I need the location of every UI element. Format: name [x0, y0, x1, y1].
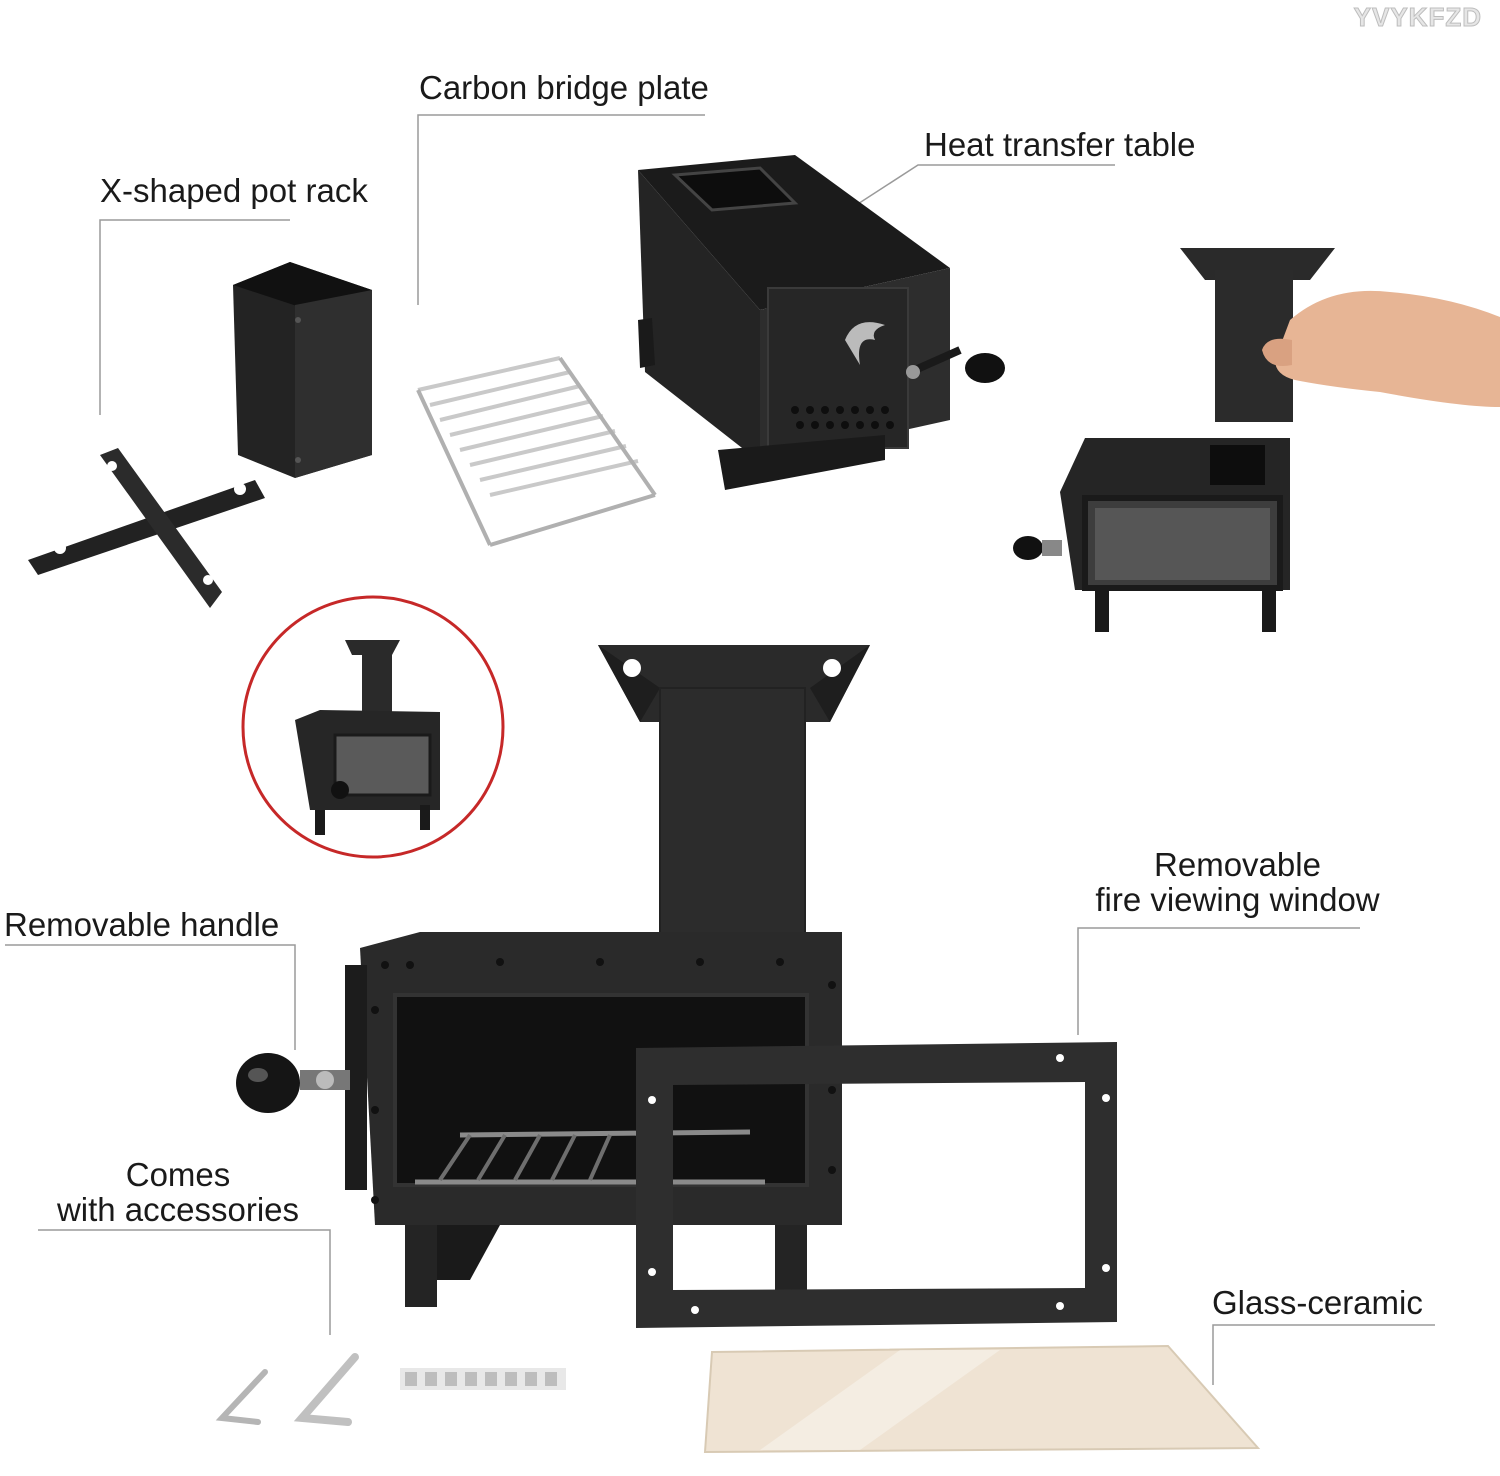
accessories	[215, 1353, 566, 1426]
label-x-shaped-pot-rack: X-shaped pot rack	[100, 172, 368, 209]
x-shaped-pot-rack	[28, 448, 265, 608]
assembled-stove-highlight	[241, 595, 505, 859]
label-glass-ceramic: Glass-ceramic	[1212, 1284, 1423, 1321]
screws	[400, 1368, 566, 1390]
leader-accessories	[38, 1229, 331, 1335]
leader-x-shaped-pot-rack	[99, 219, 290, 415]
label-removable-handle: Removable handle	[4, 906, 280, 943]
leader-glass-ceramic	[1212, 1324, 1435, 1385]
leader-carbon-bridge-plate	[417, 114, 705, 305]
label-accessories-line2: with accessories	[56, 1191, 300, 1228]
label-removable-window-line1: Removable	[1154, 846, 1321, 883]
hex-key-small	[215, 1369, 268, 1425]
label-removable-window-line2: fire viewing window	[1095, 881, 1380, 918]
brand-watermark: YVYKFZD	[1353, 2, 1482, 33]
label-heat-transfer-table: Heat transfer table	[924, 126, 1196, 163]
stove-side-view	[1013, 248, 1500, 632]
carbon-bridge-plate	[416, 356, 657, 547]
glass-ceramic-panel	[703, 1344, 1261, 1454]
hex-key-large	[293, 1353, 359, 1426]
leader-removable-handle	[5, 944, 296, 1050]
chimney-tube	[233, 262, 372, 478]
removable-window-frame	[636, 1042, 1117, 1328]
label-accessories-line1: Comes	[125, 1156, 231, 1193]
label-carbon-bridge-plate: Carbon bridge plate	[419, 69, 709, 106]
leader-removable-window	[1077, 927, 1360, 1035]
main-stove	[236, 645, 870, 1307]
stove-front-view	[638, 155, 1005, 490]
